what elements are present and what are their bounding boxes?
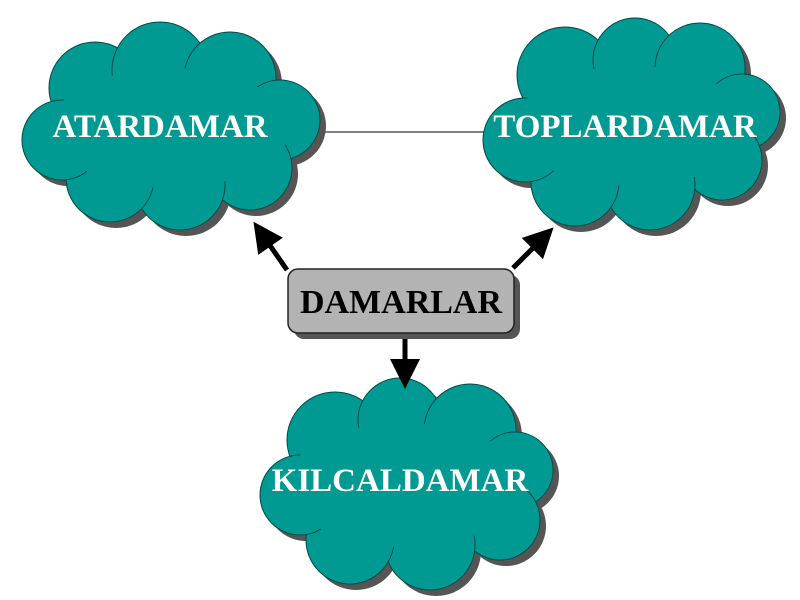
cloud-toplardamar: TOPLARDAMAR [482, 17, 786, 236]
cloud-atardamar-label: ATARDAMAR [52, 109, 268, 145]
center-node-box [287, 268, 515, 334]
cloud-atardamar: ATARDAMAR [21, 21, 326, 236]
cloud-kilcaldamar-label: KILCALDAMAR [272, 463, 530, 499]
cloud-kilcaldamar: KILCALDAMAR [259, 377, 559, 596]
center-node-label: DAMARLAR [300, 284, 503, 321]
arrow-to-atardamar [253, 221, 290, 272]
cloud-toplardamar-label: TOPLARDAMAR [493, 109, 758, 145]
arrow-to-toplardamar [511, 227, 554, 270]
center-node-damarlar: DAMARLAR [287, 268, 520, 339]
